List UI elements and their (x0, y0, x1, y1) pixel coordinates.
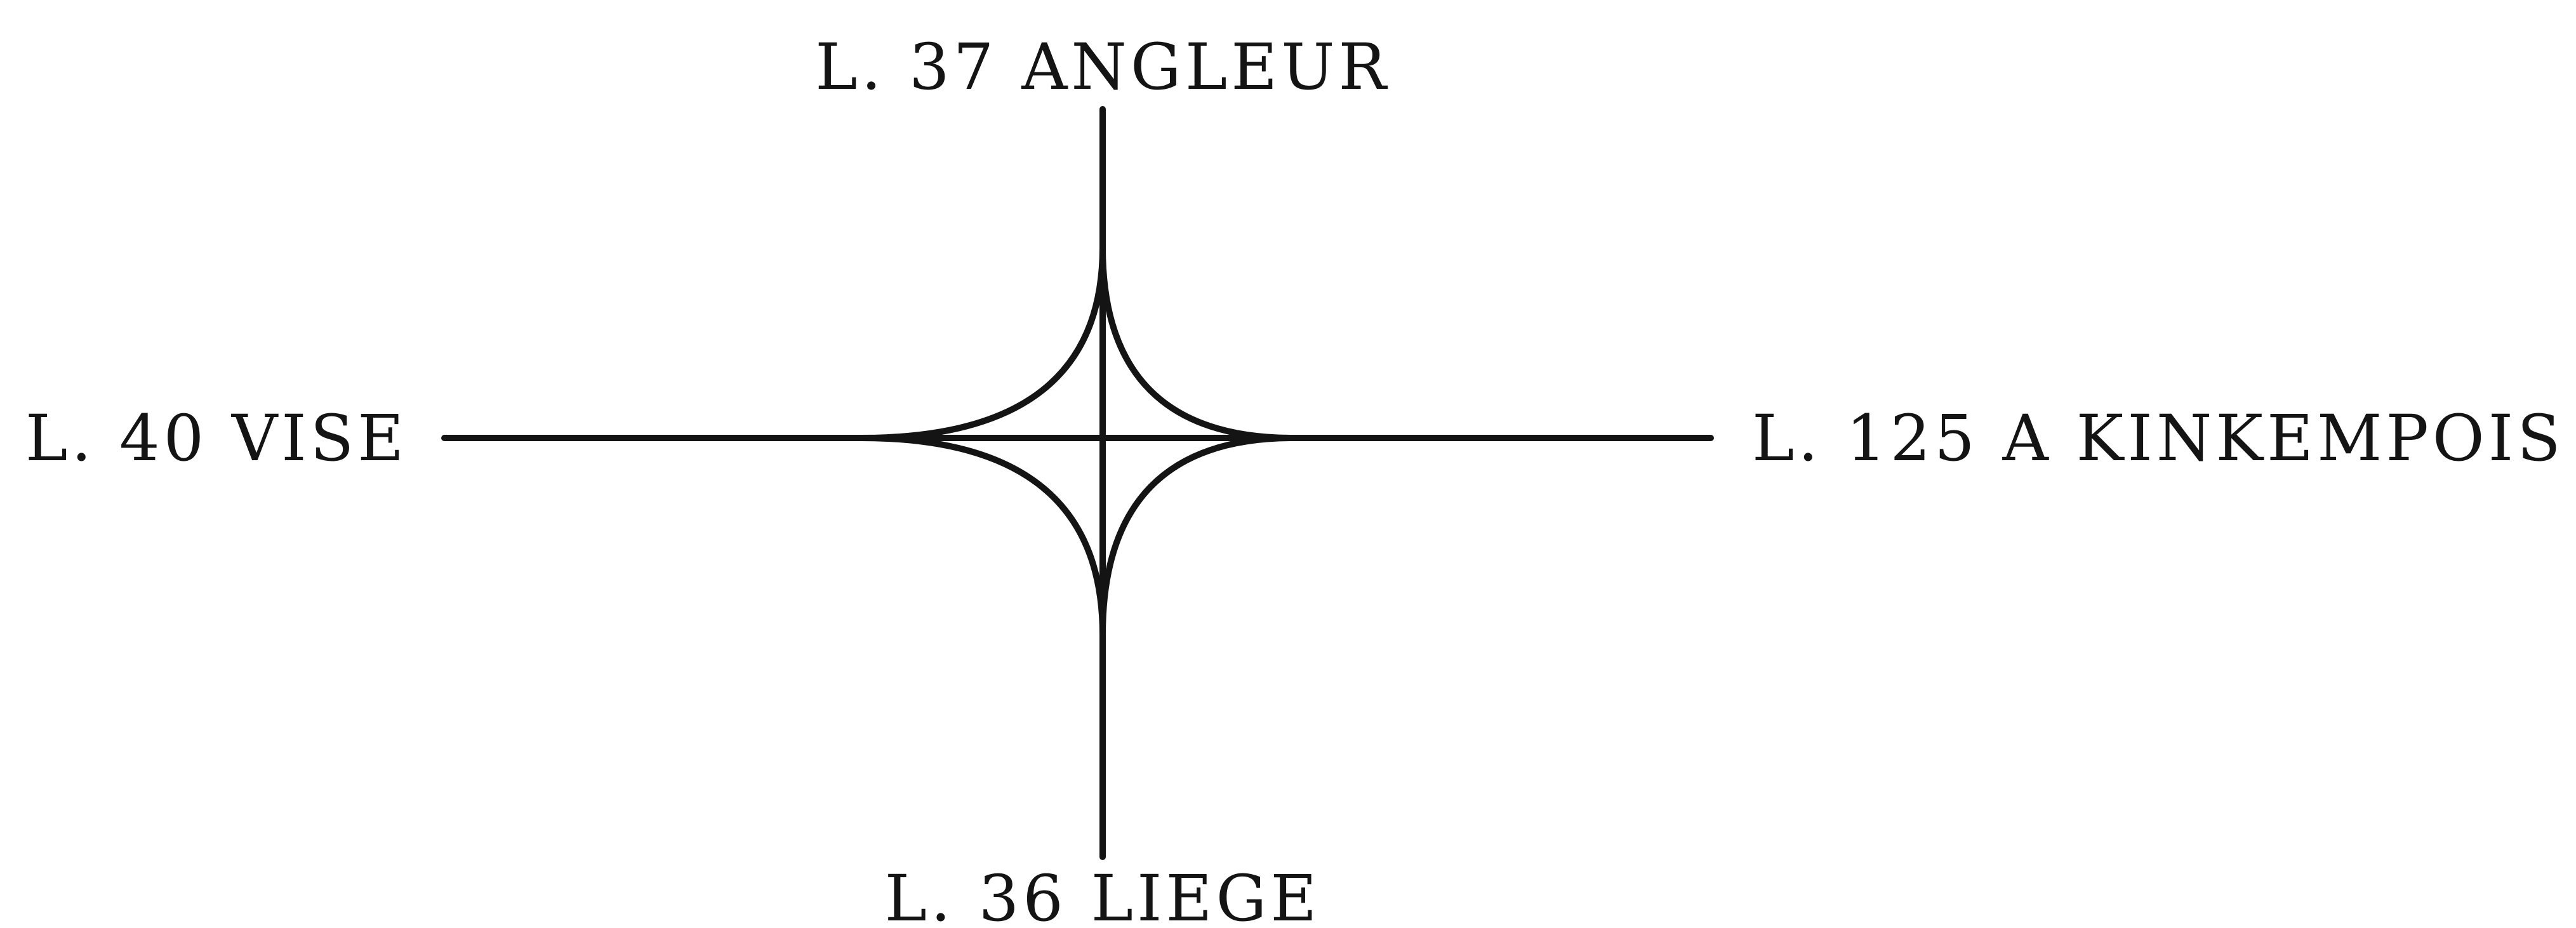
curve-south-west (858, 435, 1106, 638)
curve-north-east (1099, 244, 1296, 441)
label-liege: L. 36 LIEGE (885, 861, 1321, 928)
line-labels: L. 37 ANGLEUR L. 40 VISE L. 125 A KINKEM… (25, 30, 2565, 928)
connecting-curves (858, 244, 1296, 638)
label-vise: L. 40 VISE (25, 401, 408, 475)
track-lines (441, 106, 1714, 860)
label-kinkempois: L. 125 A KINKEMPOIS (1752, 401, 2565, 475)
curve-north-west (858, 244, 1106, 441)
curve-south-east (1099, 435, 1296, 638)
label-angleur: L. 37 ANGLEUR (815, 30, 1390, 104)
